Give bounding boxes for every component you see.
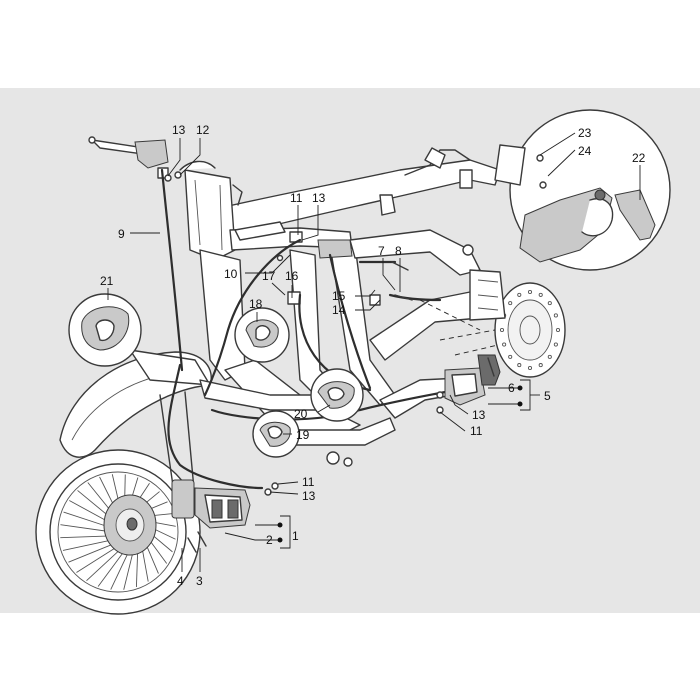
callout-8: 8 [395, 244, 402, 258]
callout-5: 5 [544, 389, 551, 403]
disc-hole [538, 292, 543, 297]
front-fender [59, 349, 212, 519]
leader-lines [107, 132, 641, 572]
rear-brake-caliper [444, 354, 501, 406]
clip-detail-21 [68, 293, 142, 367]
detail-inset-circle [494, 109, 671, 271]
disc-hole [547, 354, 552, 359]
center-junction [287, 231, 381, 306]
callout-12: 12 [196, 123, 210, 137]
callout-14: 14 [332, 303, 346, 317]
brake-hoses [160, 168, 447, 490]
callout-7: 7 [378, 244, 385, 258]
callout-17: 17 [262, 269, 276, 283]
disc-hole [553, 342, 558, 347]
callout-13-top: 13 [172, 123, 186, 137]
callout-labels: 1 2 3 4 5 6 7 8 9 10 11 11 11 12 13 13 1… [100, 123, 646, 588]
callout-4: 4 [177, 574, 184, 588]
wheel-spoke [60, 535, 114, 539]
callout-20: 20 [294, 407, 308, 421]
callout-18: 18 [249, 297, 263, 311]
callout-10: 10 [224, 267, 238, 281]
clip-detail-18 [234, 307, 290, 363]
callout-13-front: 13 [302, 489, 316, 503]
callout-dots [277, 385, 523, 543]
disc-hole [527, 289, 533, 295]
clip-detail-19 [252, 410, 300, 458]
disc-hole [508, 301, 513, 306]
callout-22: 22 [632, 151, 646, 165]
rear-engine-block [469, 269, 506, 321]
wheel-spoke [60, 524, 113, 533]
disc-hole [527, 365, 533, 371]
callout-11-front: 11 [302, 475, 315, 489]
callout-19: 19 [296, 428, 310, 442]
callout-11-rear: 11 [470, 424, 483, 438]
disc-hole [517, 292, 522, 297]
disc-hole [553, 313, 558, 318]
front-wheel [35, 449, 201, 615]
callout-11-mid: 11 [290, 191, 303, 205]
rear-brake-disc [494, 282, 566, 378]
disc-hole [517, 363, 522, 368]
callout-16: 16 [285, 269, 299, 283]
front-brake-caliper [187, 487, 251, 553]
callout-15: 15 [332, 289, 346, 303]
wheel-spoke [62, 538, 116, 551]
callout-13-mid: 13 [312, 191, 326, 205]
disc-hole [502, 342, 507, 347]
disc-hole [499, 327, 505, 333]
callout-23: 23 [578, 126, 592, 140]
disc-hole [547, 301, 552, 306]
disc-hole [555, 327, 561, 333]
disc-hole [538, 363, 543, 368]
callout-2: 2 [266, 533, 273, 547]
hardware-screws [164, 171, 444, 496]
callout-21: 21 [100, 274, 114, 288]
callout-13-rear: 13 [472, 408, 486, 422]
clip-detail-20 [310, 368, 364, 422]
callout-9: 9 [118, 227, 125, 241]
disc-hole [508, 354, 513, 359]
callout-1: 1 [292, 529, 299, 543]
wheel-spoke [68, 541, 119, 563]
callout-3: 3 [196, 574, 203, 588]
callout-6: 6 [508, 381, 515, 395]
callout-24: 24 [578, 144, 592, 158]
